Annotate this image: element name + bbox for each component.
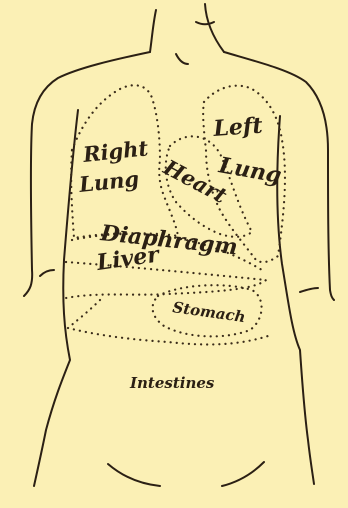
chin-mark — [196, 22, 214, 24]
label-stomach: Stomach — [171, 298, 246, 326]
right-groin-line — [222, 462, 264, 486]
left-groin-line — [108, 464, 160, 486]
neck-right-line — [205, 4, 224, 52]
intestines-upper-line — [68, 328, 268, 344]
liver-outline — [66, 262, 266, 298]
neck-left-line — [150, 10, 156, 52]
collarbone-notch — [176, 54, 188, 64]
intestines-side-line — [68, 300, 100, 328]
label-intestines: Intestines — [129, 374, 215, 392]
label-liver: Liver — [94, 241, 162, 276]
right-body-side — [277, 116, 314, 484]
label-right-lung-line2: Lung — [77, 166, 140, 197]
label-left-lung-line1: Left — [212, 113, 264, 142]
left-body-side — [34, 110, 78, 486]
left-elbow-mark — [40, 270, 54, 276]
label-right-lung-line1: Right — [81, 135, 150, 167]
right-elbow-mark — [300, 288, 318, 292]
